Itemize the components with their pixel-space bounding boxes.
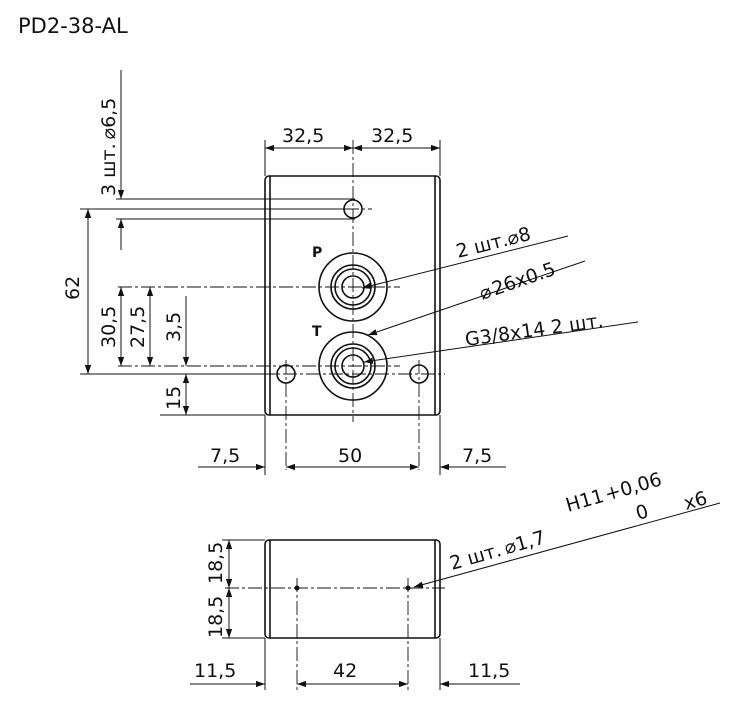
side-view: 18,5 18,5 11,5 42 11,5 2 шт.⌀1,7 H11+0,0… — [190, 468, 721, 690]
dim-bottom-offset: 15 — [163, 386, 185, 410]
dim-side-edge-right: 11,5 — [468, 660, 510, 682]
tolerance-grade: H11+0,06 — [563, 468, 664, 516]
leader-thread — [363, 321, 639, 364]
dim-height-bottom: 18,5 — [205, 596, 227, 638]
pin-holes-diameter: 8 — [516, 223, 533, 247]
dim-side-hole-span: 42 — [333, 660, 357, 682]
port-t — [318, 331, 388, 401]
oring-size: 26x0.5 — [489, 258, 558, 300]
side-holes-count: 2 шт. — [447, 539, 504, 575]
dim-height-top: 18,5 — [205, 542, 227, 584]
dim-port-offset: 27,5 — [127, 306, 149, 348]
callout-pin-holes: 2 шт.⌀8 — [454, 223, 533, 263]
leader-oring — [367, 260, 586, 336]
hole-depth: x6 — [681, 487, 710, 515]
dim-port-step: 3,5 — [163, 312, 185, 342]
pin-hole-left — [294, 585, 300, 591]
mount-hole-diameter: 6,5 — [98, 98, 120, 128]
tolerance-lower: 0 — [633, 500, 651, 524]
dim-hole-span: 50 — [338, 445, 362, 467]
callout-oring: ⌀26x0.5 — [476, 258, 558, 305]
dim-height-total: 62 — [62, 276, 84, 300]
mount-hole-count: 3 шт. — [98, 143, 120, 196]
leader-pin-holes — [361, 235, 569, 289]
port-p-label: P — [312, 245, 322, 261]
mount-hole-right — [409, 364, 429, 384]
callout-side-holes: 2 шт.⌀1,7 — [447, 527, 548, 575]
tolerance-grade-text: H11 — [563, 485, 606, 517]
diameter-symbol: ⌀ — [505, 226, 521, 250]
callout-thread: G3/8x14 2 шт. — [464, 310, 605, 351]
dim-edge-right: 7,5 — [462, 445, 492, 467]
dim-port-height: 30,5 — [98, 306, 120, 348]
leader-side-holes — [413, 502, 721, 588]
port-p — [318, 252, 388, 322]
mount-hole-left — [276, 364, 296, 384]
drawing-title: PD2-38-AL — [18, 14, 128, 38]
top-view: P T 32,5 32,5 62 3 шт.⌀6,5 30,5 — [62, 70, 639, 475]
port-t-label: T — [312, 324, 322, 340]
dim-half-width-left: 32,5 — [282, 125, 324, 147]
block-outline-top — [264, 175, 441, 416]
dim-edge-left: 7,5 — [210, 445, 240, 467]
dim-half-width-right: 32,5 — [371, 125, 413, 147]
dim-side-edge-left: 11,5 — [194, 660, 236, 682]
diameter-symbol: ⌀ — [98, 128, 120, 139]
dim-mount-hole-note: 3 шт. ⌀6,5 — [98, 98, 120, 196]
tolerance-upper: +0,06 — [602, 468, 664, 505]
pin-hole-right — [405, 585, 411, 591]
block-outline-side — [264, 539, 441, 639]
